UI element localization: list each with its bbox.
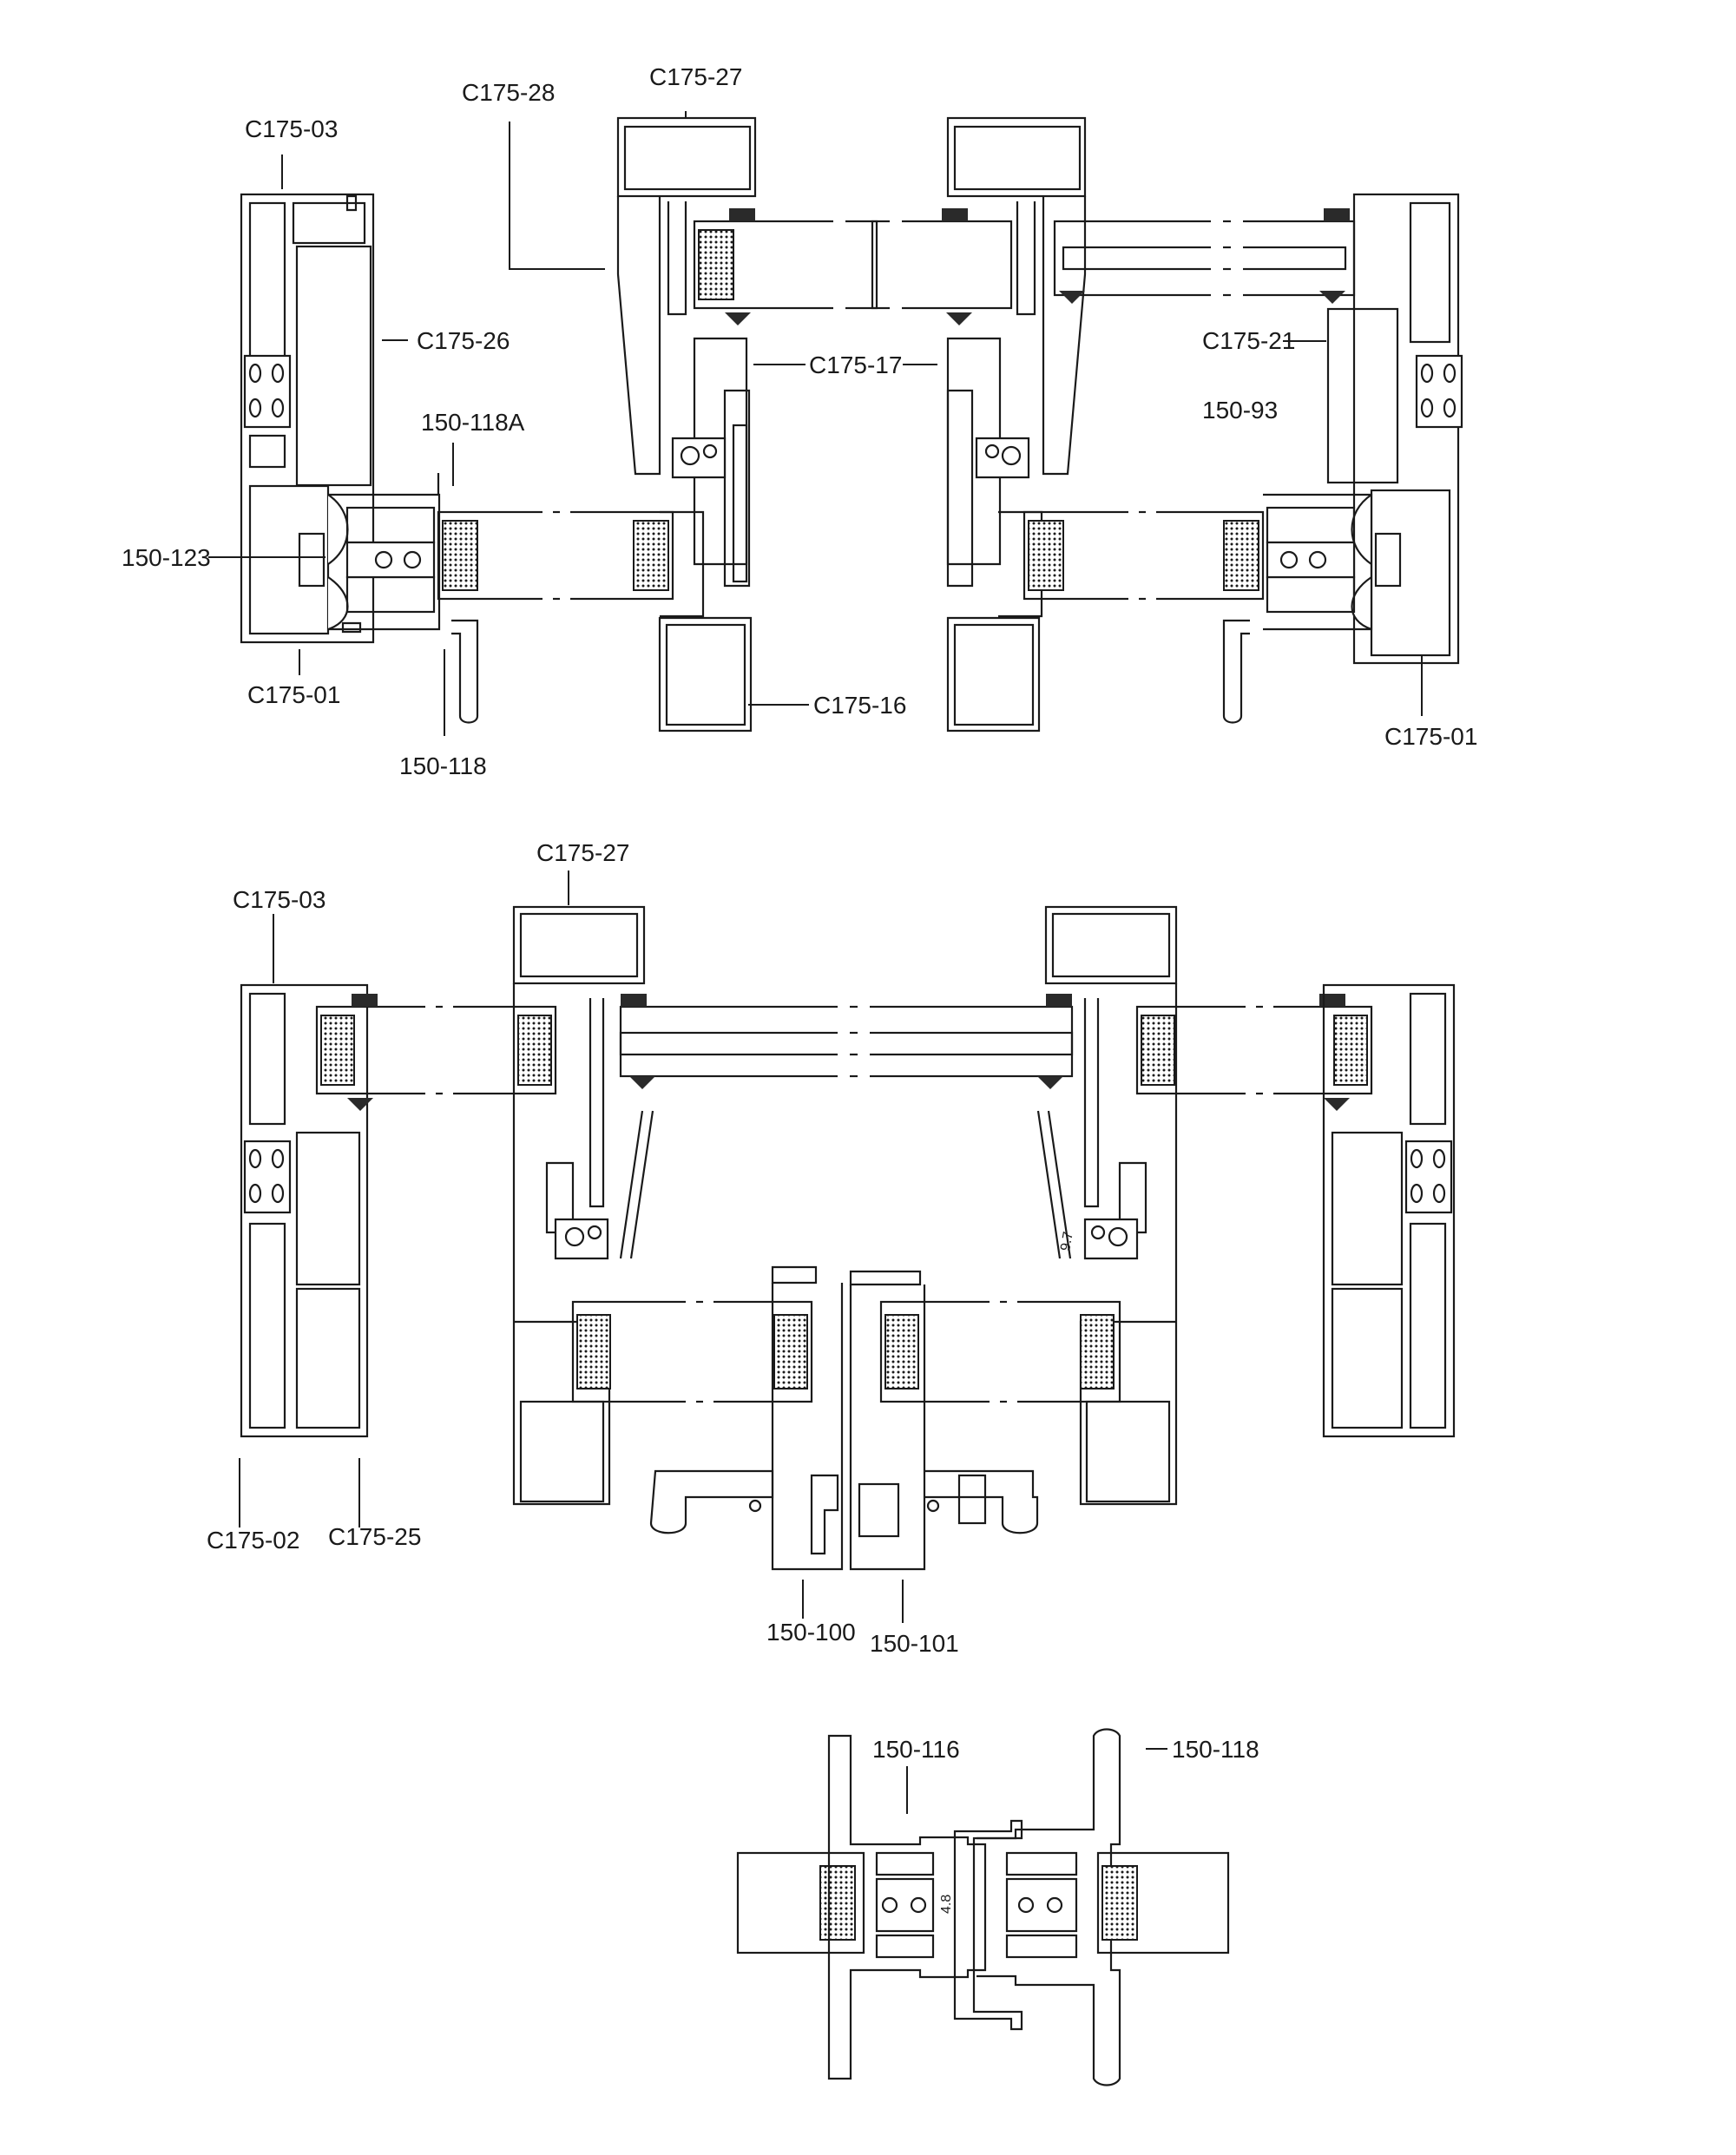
right-sash bbox=[1222, 493, 1373, 724]
dimension-9-7: 9.7 bbox=[1058, 1231, 1076, 1252]
label-150-118: 150-118 bbox=[399, 752, 487, 779]
bottom-section: 150-116 150-118 4.8 bbox=[736, 1728, 1259, 2086]
leader-lines-middle bbox=[239, 871, 904, 1623]
left-sash bbox=[298, 473, 479, 724]
label-c175-01-right: C175-01 bbox=[1384, 723, 1477, 750]
label-c175-27-top: C175-27 bbox=[649, 63, 742, 90]
label-150-101: 150-101 bbox=[870, 1630, 959, 1657]
mid-mullion-right bbox=[1036, 905, 1178, 1506]
top-glass-right bbox=[871, 208, 1013, 325]
left-glass-unit bbox=[437, 508, 674, 605]
center-right-mullion bbox=[946, 116, 1087, 733]
label-c175-28: C175-28 bbox=[462, 79, 555, 106]
label-c175-26: C175-26 bbox=[417, 327, 510, 354]
label-150-100: 150-100 bbox=[766, 1619, 856, 1646]
thermal-break bbox=[1404, 1140, 1453, 1214]
label-c175-21: C175-21 bbox=[1202, 327, 1295, 354]
right-glass-unit bbox=[1023, 508, 1265, 605]
mid-right-outer-frame bbox=[1322, 983, 1456, 1438]
top-glass-left bbox=[693, 208, 878, 325]
thermal-break bbox=[243, 354, 292, 429]
mid-right-glass bbox=[1135, 994, 1373, 1111]
label-150-118-bottom: 150-118 bbox=[1172, 1736, 1259, 1763]
thermal-break bbox=[243, 1140, 292, 1214]
mid-center-vent bbox=[619, 994, 1074, 1089]
mid-lower-right-sash-glass bbox=[879, 1298, 1121, 1406]
profile-150-116 bbox=[827, 1734, 1023, 2080]
left-outer-frame bbox=[240, 193, 375, 644]
leader-lines-bottom bbox=[906, 1748, 1167, 1814]
label-150-123: 150-123 bbox=[122, 544, 211, 571]
label-c175-25: C175-25 bbox=[328, 1523, 421, 1550]
label-c175-01-left: C175-01 bbox=[247, 681, 340, 708]
mid-lower-left-sash-glass bbox=[571, 1298, 813, 1406]
label-c175-16: C175-16 bbox=[813, 692, 906, 719]
mid-left-glass bbox=[315, 994, 557, 1111]
center-left-mullion bbox=[616, 116, 757, 733]
label-c175-17: C175-17 bbox=[809, 352, 902, 378]
dimension-4-8: 4.8 bbox=[939, 1895, 954, 1914]
profile-150-118-bottom bbox=[976, 1728, 1121, 2086]
top-section: C175-03 C175-28 C175-27 C175-26 150-118A… bbox=[122, 63, 1477, 779]
label-150-118a: 150-118A bbox=[421, 409, 525, 436]
label-c175-03-middle: C175-03 bbox=[233, 886, 326, 913]
label-c175-03-top: C175-03 bbox=[245, 115, 338, 142]
right-vent-leaf bbox=[1053, 208, 1356, 304]
bottom-left-glass bbox=[736, 1851, 865, 1955]
thermal-break bbox=[1415, 354, 1463, 429]
leader-lines-top bbox=[208, 111, 1423, 736]
label-c175-02: C175-02 bbox=[207, 1527, 299, 1554]
right-outer-frame bbox=[1326, 193, 1463, 665]
middle-section: C175-27 C175-03 C175-02 C175-25 150-100 … bbox=[207, 839, 1456, 1657]
mid-left-outer-frame bbox=[240, 983, 369, 1438]
label-150-93: 150-93 bbox=[1202, 397, 1278, 424]
meeting-stile-150-101 bbox=[849, 1270, 1039, 1571]
label-150-116: 150-116 bbox=[872, 1736, 960, 1763]
bottom-right-glass bbox=[1096, 1851, 1230, 1955]
meeting-stile-150-100 bbox=[649, 1265, 844, 1571]
label-c175-27-middle: C175-27 bbox=[536, 839, 629, 866]
